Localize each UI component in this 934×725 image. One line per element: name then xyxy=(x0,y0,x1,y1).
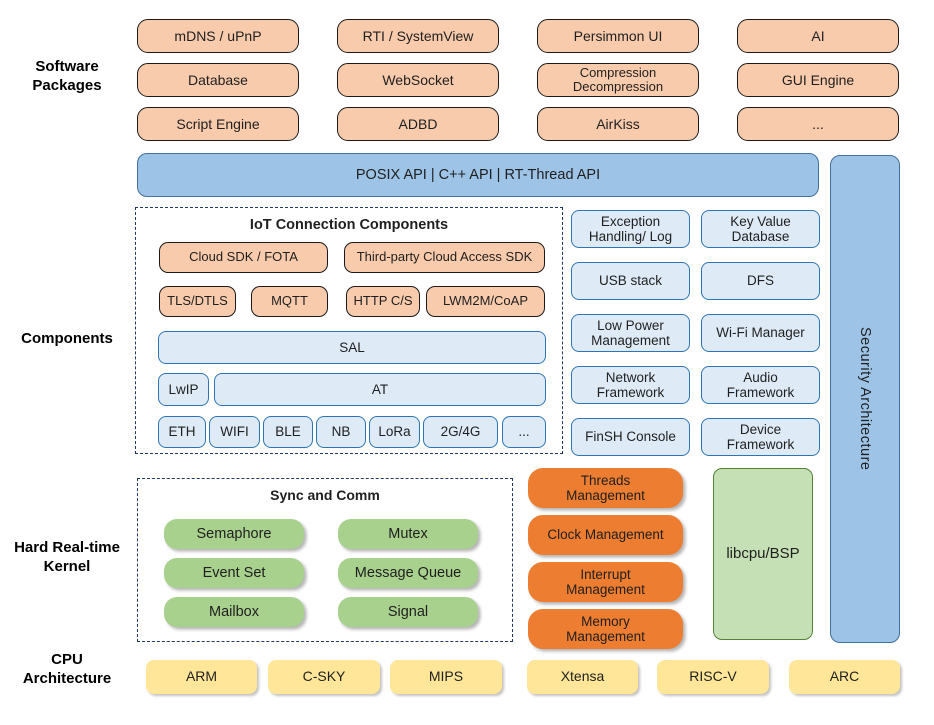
comp-device-framework: Device Framework xyxy=(701,418,820,456)
kernel-event-set: Event Set xyxy=(164,558,304,588)
cpu-c-sky: C-SKY xyxy=(268,660,380,694)
kernel-mutex: Mutex xyxy=(338,519,478,549)
layer-label-cpu-architecture: CPU Architecture xyxy=(22,651,112,687)
comp-wifi-manager: Wi-Fi Manager xyxy=(701,314,820,352)
comp-low-power-management: Low Power Management xyxy=(571,314,690,352)
pkg-gui-engine: GUI Engine xyxy=(737,63,899,97)
cpu-risc-v: RISC-V xyxy=(657,660,769,694)
iot-link-ble: BLE xyxy=(263,416,313,448)
iot-link-wifi: WIFI xyxy=(209,416,260,448)
iot-tls-dtls: TLS/DTLS xyxy=(159,286,236,317)
layer-label-software-packages: Software Packages xyxy=(32,58,102,94)
iot-group-title: IoT Connection Components xyxy=(249,217,449,233)
pkg-ai: AI xyxy=(737,19,899,53)
pkg-script-engine: Script Engine xyxy=(137,107,299,141)
iot-link-nb: NB xyxy=(316,416,366,448)
comp-finsh-console: FinSH Console xyxy=(571,418,690,456)
iot-at-layer: AT xyxy=(214,373,546,406)
pkg-rti-systemview: RTI / SystemView xyxy=(337,19,499,53)
kernel-libcpu-bsp: libcpu/BSP xyxy=(713,468,813,640)
components-grid: Exception Handling/ Log Key Value Databa… xyxy=(571,210,820,456)
iot-link-2g4g: 2G/4G xyxy=(423,416,498,448)
pkg-mdns-upnp: mDNS / uPnP xyxy=(137,19,299,53)
kernel-clock-management: Clock Management xyxy=(528,515,683,555)
security-architecture-bar: Security Architecture xyxy=(830,155,900,643)
comp-usb-stack: USB stack xyxy=(571,262,690,300)
kernel-memory-management: Memory Management xyxy=(528,609,683,649)
iot-link-lora: LoRa xyxy=(369,416,420,448)
layer-label-kernel: Hard Real-time Kernel xyxy=(14,539,120,575)
pkg-database: Database xyxy=(137,63,299,97)
kernel-mailbox: Mailbox xyxy=(164,597,304,627)
layer-label-components: Components xyxy=(21,330,113,347)
comp-key-value-database: Key Value Database xyxy=(701,210,820,248)
kernel-threads-management: Threads Management xyxy=(528,468,683,508)
pkg-compression-decompression: Compression Decompression xyxy=(537,63,699,97)
iot-http-cs: HTTP C/S xyxy=(346,286,420,317)
iot-lwm2m-coap: LWM2M/CoAP xyxy=(426,286,545,317)
comp-exception-handling-log: Exception Handling/ Log xyxy=(571,210,690,248)
kernel-semaphore: Semaphore xyxy=(164,519,304,549)
iot-lwip: LwIP xyxy=(158,373,209,406)
iot-connection-components-group: IoT Connection Components Cloud SDK / FO… xyxy=(135,207,563,454)
kernel-message-queue: Message Queue xyxy=(338,558,478,588)
iot-third-party-cloud-sdk: Third-party Cloud Access SDK xyxy=(344,242,545,273)
api-bar: POSIX API | C++ API | RT-Thread API xyxy=(137,153,819,197)
comp-dfs: DFS xyxy=(701,262,820,300)
pkg-adbd: ADBD xyxy=(337,107,499,141)
iot-sal-layer: SAL xyxy=(158,331,546,364)
software-packages-grid: mDNS / uPnP RTI / SystemView Persimmon U… xyxy=(137,19,899,141)
sync-group-title: Sync and Comm xyxy=(270,487,380,503)
cpu-arc: ARC xyxy=(789,660,900,694)
pkg-websocket: WebSocket xyxy=(337,63,499,97)
pkg-airkiss: AirKiss xyxy=(537,107,699,141)
pkg-persimmon-ui: Persimmon UI xyxy=(537,19,699,53)
cpu-xtensa: Xtensa xyxy=(527,660,638,694)
kernel-interrupt-management: Interrupt Management xyxy=(528,562,683,602)
iot-cloud-sdk-fota: Cloud SDK / FOTA xyxy=(159,242,328,273)
iot-mqtt: MQTT xyxy=(251,286,328,317)
kernel-signal: Signal xyxy=(338,597,478,627)
sync-and-comm-group: Sync and Comm Semaphore Mutex Event Set … xyxy=(137,478,513,642)
iot-link-eth: ETH xyxy=(158,416,206,448)
pkg-more: ... xyxy=(737,107,899,141)
cpu-arm: ARM xyxy=(146,660,257,694)
iot-link-more: ... xyxy=(502,416,546,448)
cpu-mips: MIPS xyxy=(390,660,502,694)
comp-audio-framework: Audio Framework xyxy=(701,366,820,404)
comp-network-framework: Network Framework xyxy=(571,366,690,404)
